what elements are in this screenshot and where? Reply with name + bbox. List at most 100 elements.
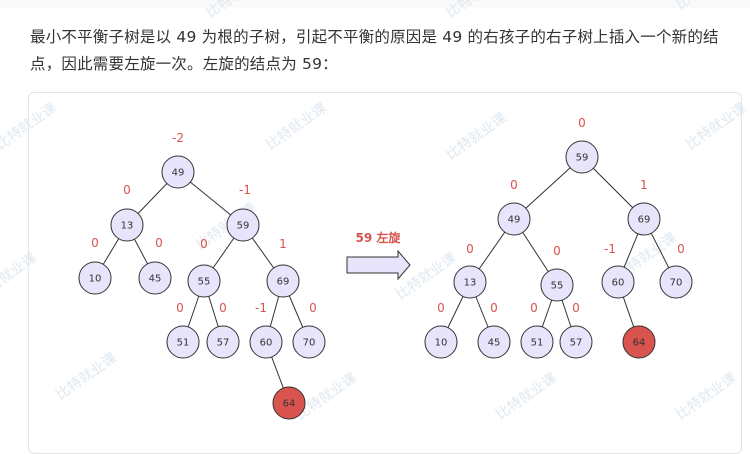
watermark: 比特就业课	[0, 100, 60, 153]
tree-node-a49: 49 0	[497, 178, 531, 236]
rotation-arrow: 59 左旋	[346, 230, 411, 281]
node-key-label: 49	[508, 215, 521, 226]
node-key-label: 70	[670, 278, 683, 289]
node-key-label: 59	[237, 221, 250, 232]
tree-node-b70: 70 0	[292, 301, 326, 359]
node-circle	[249, 325, 283, 359]
rotation-diagram: 比特就业课比特就业课比特就业课比特就业课比特就业课比特就业课比特就业课比特就业课…	[0, 0, 750, 423]
node-circle	[453, 265, 487, 299]
node-circle	[138, 261, 172, 295]
tree-node-a57: 57 0	[559, 301, 593, 359]
tree-node-a45: 45 0	[477, 301, 511, 359]
right-arrow-icon	[346, 249, 411, 281]
tree-node-b64: 64	[272, 386, 306, 420]
node-key-label: 13	[121, 221, 134, 232]
node-circle	[559, 325, 593, 359]
tree-node-b13: 130	[110, 183, 144, 242]
balance-factor-label: 0	[91, 236, 99, 250]
balance-factor-label: 0	[437, 301, 445, 315]
explanation-paragraph: 最小不平衡子树是以 49 为根的子树，引起不平衡的原因是 49 的右孩子的右子树…	[30, 24, 730, 78]
tree-node-a70: 70 0	[659, 242, 693, 299]
tree-node-b59: 59-1	[226, 183, 260, 242]
node-key-label: 10	[89, 274, 102, 285]
node-key-label: 64	[283, 399, 296, 410]
node-circle	[477, 325, 511, 359]
node-circle	[266, 264, 300, 298]
balance-factor-label: 1	[640, 178, 648, 192]
watermark: 比特就业课	[443, 110, 510, 163]
paragraph-line-2: 点，因此需要左旋一次。左旋的结点为 59：	[30, 55, 338, 73]
balance-factor-label: 0	[572, 301, 580, 315]
watermark: 比特就业课	[683, 100, 750, 153]
balance-factor-label: -2	[172, 131, 184, 145]
node-key-label: 69	[638, 215, 651, 226]
node-circle	[272, 386, 306, 420]
tree-node-a60: 60 -1	[601, 242, 635, 299]
node-circle	[540, 268, 574, 302]
node-key-label: 57	[217, 338, 230, 349]
tree-node-b60: 60 -1	[249, 301, 283, 359]
watermark: 比特就业课	[493, 370, 560, 423]
node-circle	[110, 208, 144, 242]
node-circle	[226, 208, 260, 242]
tree-node-a13: 130	[453, 242, 487, 299]
tree-node-a69: 69 1	[627, 178, 661, 236]
balance-factor-label: 0	[309, 301, 317, 315]
balance-factor-label: 0	[510, 178, 518, 192]
tree-node-b69: 691	[266, 237, 300, 298]
balance-factor-label: 0	[578, 116, 586, 130]
node-key-label: 69	[277, 277, 290, 288]
node-key-label: 13	[464, 278, 477, 289]
tree-edges	[94, 156, 677, 404]
balance-factor-label: 0	[219, 301, 227, 315]
watermark: 比特就业课	[0, 250, 40, 303]
arrow-label: 59 左旋	[356, 230, 402, 245]
node-key-label: 49	[172, 168, 185, 179]
balance-factor-label: 0	[490, 301, 498, 315]
watermark: 比特就业课	[673, 370, 740, 423]
balance-factor-label: 0	[553, 244, 561, 258]
watermark: 比特就业课	[203, 0, 270, 21]
watermark: 比特就业课	[53, 350, 120, 403]
tree-node-a64: 64	[622, 325, 656, 359]
node-circle	[622, 325, 656, 359]
node-key-label: 60	[260, 338, 273, 349]
node-circle	[424, 325, 458, 359]
tree-node-a59: 59 0	[565, 116, 599, 174]
node-key-label: 45	[488, 338, 501, 349]
tree-nodes: 49-213059-110045055069151057060-17006459…	[78, 116, 693, 420]
balance-factor-label: 0	[200, 237, 208, 251]
balance-factor-label: 0	[155, 236, 163, 250]
node-circle	[206, 325, 240, 359]
node-key-label: 60	[612, 278, 625, 289]
tree-node-b55: 55 0	[187, 237, 221, 298]
tree-node-a55: 55 0	[540, 244, 574, 302]
node-key-label: 59	[576, 153, 589, 164]
node-key-label: 55	[198, 277, 211, 288]
tree-node-b45: 450	[138, 236, 172, 295]
node-circle	[627, 202, 661, 236]
node-circle	[292, 325, 326, 359]
balance-factor-label: -1	[255, 301, 267, 315]
watermark: 比特就业课	[443, 0, 510, 21]
node-key-label: 70	[303, 338, 316, 349]
tree-node-b49: 49 -2	[161, 131, 195, 189]
tree-node-a10: 10 0	[424, 301, 458, 359]
balance-factor-label: 0	[530, 301, 538, 315]
tree-node-b10: 10 0	[78, 236, 112, 295]
node-key-label: 51	[531, 338, 544, 349]
node-key-label: 55	[551, 281, 564, 292]
node-key-label: 10	[435, 338, 448, 349]
balance-factor-label: -1	[604, 242, 616, 256]
node-circle	[659, 265, 693, 299]
node-circle	[565, 140, 599, 174]
node-key-label: 64	[633, 338, 646, 349]
node-key-label: 51	[177, 338, 190, 349]
node-circle	[78, 261, 112, 295]
balance-factor-label: 0	[677, 242, 685, 256]
paragraph-line-1: 最小不平衡子树是以 49 为根的子树，引起不平衡的原因是 49 的右孩子的右子树…	[30, 28, 719, 46]
tree-node-b57: 57 0	[206, 301, 240, 359]
node-key-label: 57	[570, 338, 583, 349]
tree-node-a51: 51 0	[520, 301, 554, 359]
watermark: 比特就业课	[673, 0, 740, 13]
